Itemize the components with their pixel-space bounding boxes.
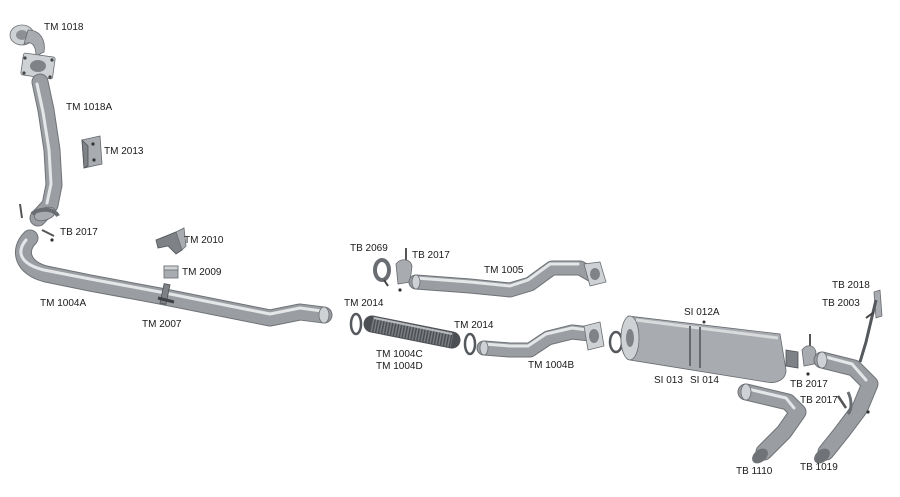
- part-tm1005-pipe: [408, 260, 607, 298]
- label-tb2018: TB 2018: [832, 280, 870, 291]
- part-tm1004c-flex-bellows: [363, 315, 461, 349]
- label-tm1018: TM 1018: [44, 22, 84, 33]
- part-tm2013-bracket: [81, 135, 103, 169]
- label-tm2014-left: TM 2014: [344, 298, 384, 309]
- label-tm1004a: TM 1004A: [40, 298, 87, 309]
- part-tm2014-gasket-right: [463, 332, 477, 356]
- part-tb2017-clamp-right-lower: [836, 391, 870, 416]
- label-tb2003: TB 2003: [822, 298, 860, 309]
- label-tm1018a: TM 1018A: [66, 102, 113, 113]
- part-tb2069-clamp: [373, 258, 391, 287]
- part-tb1019-tailpipe: [813, 351, 879, 464]
- part-tm1018a-downpipe: [29, 73, 63, 227]
- part-si012a-muffler: [608, 315, 799, 383]
- si012a-leader-dot: [702, 320, 706, 324]
- part-tb2017-clamp-upper-left: [19, 203, 60, 242]
- part-tm2009-block: [163, 265, 179, 279]
- part-tm2014-gasket-left: [349, 312, 363, 336]
- part-tm2007-hanger: [157, 283, 175, 305]
- part-tb2018-tb2003-hanger: [858, 289, 883, 363]
- part-tb2017-clamp-right-upper: [801, 334, 817, 376]
- label-tb2017-right-lower: TB 2017: [800, 395, 838, 406]
- part-tm1004b-pipe: [476, 321, 605, 358]
- label-si014: SI 014: [690, 375, 719, 386]
- label-tb2017-right-upper: TB 2017: [790, 379, 828, 390]
- label-tb2017-middle: TB 2017: [412, 250, 450, 261]
- label-tb2069: TB 2069: [350, 243, 388, 254]
- label-tb2017-upper-left: TB 2017: [60, 227, 98, 238]
- part-tm1004a-pipe: [15, 229, 333, 327]
- label-tb1110: TB 1110: [736, 466, 773, 477]
- label-tm2009: TM 2009: [182, 267, 222, 278]
- label-si012a: SI 012A: [684, 307, 720, 318]
- label-tm2014-right: TM 2014: [454, 320, 494, 331]
- label-tm1004d: TM 1004D: [376, 361, 423, 372]
- label-tb1019: TB 1019: [800, 462, 838, 473]
- label-tm2013: TM 2013: [104, 146, 144, 157]
- label-tm1005: TM 1005: [484, 265, 524, 276]
- label-si013: SI 013: [654, 375, 683, 386]
- part-tm2010-bracket: [155, 227, 187, 255]
- part-tm1018-elbow: [9, 24, 56, 80]
- label-tm2010: TM 2010: [184, 235, 224, 246]
- part-tb1110-tailpipe: [737, 383, 807, 464]
- label-tm1004c: TM 1004C: [376, 349, 423, 360]
- label-tm2007: TM 2007: [142, 319, 182, 330]
- label-tm1004b: TM 1004B: [528, 360, 575, 371]
